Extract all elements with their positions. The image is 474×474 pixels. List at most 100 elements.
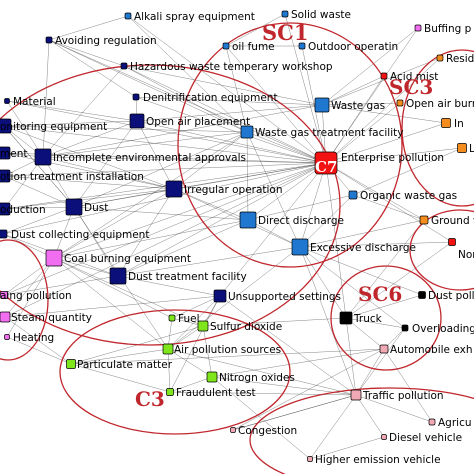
node-directdischarge[interactable]: Direct discharge	[239, 211, 344, 229]
node-outdoor[interactable]: Outdoor operatin	[298, 41, 398, 53]
node-label-ltag: L	[469, 143, 474, 155]
node-monitoring[interactable]: onitoring equipment	[0, 118, 107, 134]
edge-fraudulent-unsupported	[169, 295, 221, 393]
node-layer: Alkali spray equipment Solid wasteBuffing…	[0, 9, 474, 466]
node-label-monitoring: onitoring equipment	[0, 121, 107, 133]
edge-traffic-airpollsources	[167, 348, 357, 396]
edge-monitoring-dust	[3, 125, 75, 208]
edge-directdischarge-excessive	[247, 219, 301, 248]
node-square-agricu	[428, 418, 436, 426]
node-ltag[interactable]: L	[457, 143, 474, 155]
node-solidwaste[interactable]: Solid waste	[281, 9, 351, 21]
edge-aingpollution-dusttreat	[3, 275, 119, 296]
node-label-resid: Resid	[446, 53, 474, 65]
node-openairburn[interactable]: Open air burn	[396, 98, 474, 110]
node-hazard[interactable]: Hazardous waste temperary workshop	[120, 61, 333, 73]
node-fuel[interactable]: Fuel	[168, 313, 200, 325]
node-overloading[interactable]: Overloading	[401, 323, 474, 335]
cluster-ring-layer	[0, 22, 474, 474]
node-airpollsources[interactable]: Air pollution sources	[162, 343, 281, 356]
node-aingpollution[interactable]: aing pollution	[0, 290, 72, 302]
node-sulfur[interactable]: Sulfur dioxide	[197, 320, 282, 333]
node-openairplacement[interactable]: Open air placement	[129, 113, 250, 129]
node-dusttreat[interactable]: Dust treatment facility	[109, 267, 247, 285]
node-truck[interactable]: Truck	[339, 311, 383, 325]
edge-organic-groundv	[352, 194, 425, 221]
node-square-truck	[339, 311, 353, 325]
edge-dust-openairplacement	[73, 120, 138, 208]
node-traffic[interactable]: Traffic pollution	[350, 389, 444, 402]
node-fraudulent[interactable]: Fraudulent test	[166, 387, 256, 399]
node-ment[interactable]: ment	[0, 146, 27, 160]
node-diesel[interactable]: Diesel vehicle	[381, 432, 463, 444]
node-organic[interactable]: Organic waste gas	[348, 190, 457, 202]
node-unsupported[interactable]: Unsupported settings	[213, 289, 341, 303]
edge-enterprise-resid	[325, 57, 441, 164]
node-groundv[interactable]: Ground v	[419, 215, 474, 227]
node-square-oilfume	[222, 42, 230, 50]
node-label-enterprise: Enterprise pollution	[341, 152, 444, 164]
node-square-traffic	[350, 389, 362, 401]
node-dust[interactable]: Dust	[65, 198, 108, 216]
edge-enterprise-dusttreat	[117, 162, 327, 277]
edge-incomplete-avoiding	[42, 39, 50, 158]
node-enterprise[interactable]: Enterprise pollution	[314, 151, 444, 175]
edge-acidmist-wastegas	[321, 75, 385, 106]
node-heating[interactable]: Heating	[4, 332, 55, 344]
node-wgtf[interactable]: Waste gas treatment facility	[240, 125, 403, 139]
edge-dusttreat-unsupported	[117, 275, 221, 297]
edge-production-irregular	[3, 188, 175, 210]
node-square-organic	[348, 190, 358, 200]
edge-unsupported-fuel	[171, 295, 221, 319]
node-label-wgtf: Waste gas treatment facility	[255, 127, 403, 139]
edge-wastegas-incomplete	[42, 104, 323, 158]
node-nitrogen[interactable]: Nitrogn oxides	[206, 371, 295, 384]
node-agricu[interactable]: Agricu	[428, 417, 472, 429]
edge-enterprise-buffing	[325, 27, 419, 164]
edge-dusttreat-excessive	[117, 246, 301, 277]
node-congestion[interactable]: Congestion	[230, 425, 298, 437]
node-coalburning[interactable]: Coal burning equipment	[45, 249, 191, 267]
edge-alkali-avoiding	[48, 15, 129, 41]
node-label-treatmentinst: otion treatment installation	[0, 171, 144, 183]
node-label-dustpollu: Dust pollu	[428, 290, 474, 302]
node-resid[interactable]: Resid	[436, 53, 474, 65]
node-alkali[interactable]: Alkali spray equipment	[124, 11, 255, 23]
node-incomplete[interactable]: Incomplete environmental approvals	[34, 148, 246, 166]
node-denitr[interactable]: Denitrification equipment	[132, 92, 278, 104]
node-oilfume[interactable]: oil fume	[222, 41, 275, 53]
node-steam[interactable]: Steam quantity	[0, 311, 92, 324]
cluster-ring-sc6	[330, 265, 442, 371]
edge-nitrogen-fraudulent	[169, 376, 213, 393]
node-dustcollecting[interactable]: Dust collecting equipment	[0, 229, 149, 241]
node-square-wgtf	[240, 125, 254, 139]
node-wastegas[interactable]: Waste gas	[314, 97, 385, 113]
node-acidmist[interactable]: Acid mist	[380, 71, 438, 83]
node-automobile[interactable]: Automobile exh	[379, 344, 472, 356]
node-material[interactable]: Material	[4, 96, 56, 108]
node-production[interactable]: oduction	[0, 202, 46, 216]
node-buffing[interactable]: Buffing p	[414, 23, 472, 35]
node-higheremission[interactable]: Higher emission vehicle	[307, 454, 441, 466]
node-irregular[interactable]: Irregular operation	[165, 180, 283, 198]
node-square-outdoor	[298, 42, 306, 50]
node-avoiding[interactable]: Avoiding regulation	[45, 35, 157, 47]
edge-automobile-nitrogen	[211, 348, 385, 378]
edge-enterprise-groundv	[325, 162, 425, 221]
node-label-diesel: Diesel vehicle	[389, 432, 462, 444]
edge-enterprise-steam	[4, 162, 327, 318]
node-square-wastegas	[314, 97, 330, 113]
node-particulate[interactable]: Particulate matter	[66, 359, 173, 371]
node-dustpollu[interactable]: Dust pollu	[418, 290, 474, 302]
node-excessive[interactable]: Excessive discharge	[291, 238, 416, 256]
node-incense[interactable]: In	[441, 118, 464, 130]
edge-incomplete-hazard	[42, 65, 125, 158]
edge-organic-excessive	[299, 194, 354, 248]
node-square-heating	[4, 334, 10, 340]
node-treatmentinst[interactable]: otion treatment installation	[0, 169, 144, 183]
node-nonmethane[interactable]: Nonmethane	[448, 238, 474, 262]
edge-truck-sulfur	[202, 317, 347, 327]
edge-airpollsources-fraudulent	[167, 348, 171, 393]
node-square-hazard	[120, 62, 128, 70]
edge-groundv-excessive	[299, 219, 425, 248]
